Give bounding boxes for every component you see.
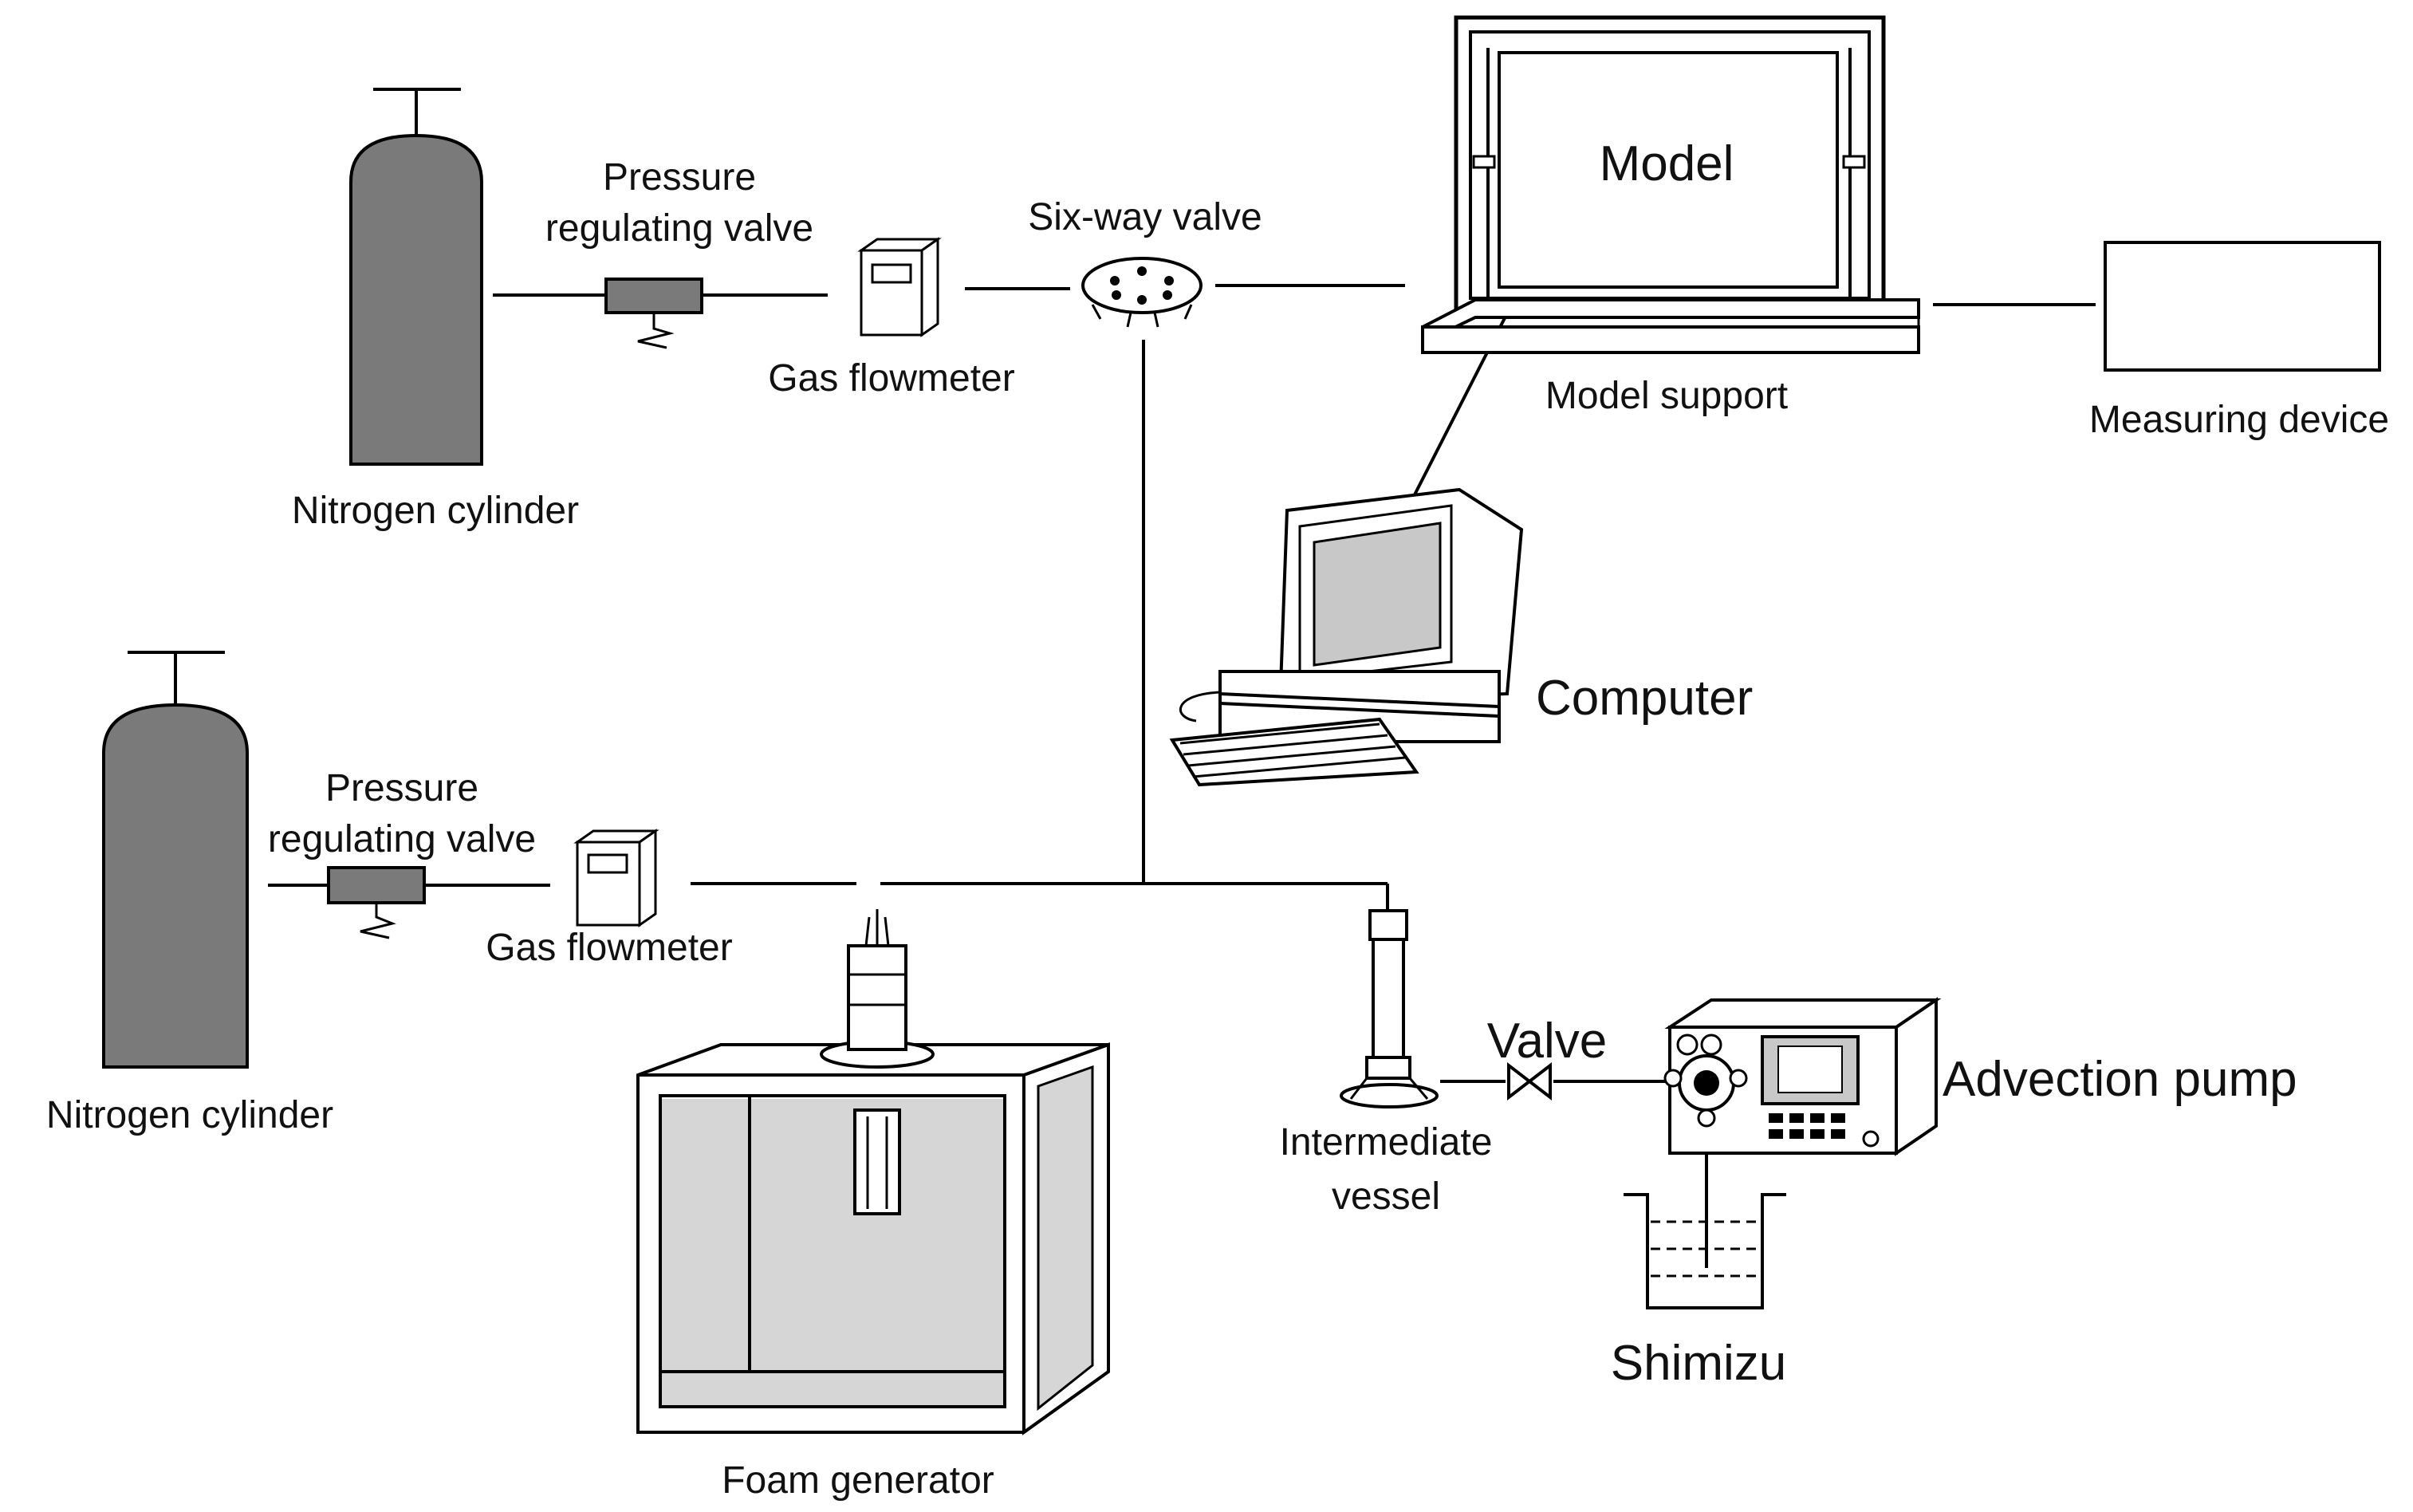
vessel-body: [1372, 938, 1405, 1059]
label-nitrogen-cylinder-bottom: Nitrogen cylinder: [46, 1094, 333, 1136]
sixway-port-6: [1163, 290, 1172, 300]
sixway-leg-1: [1091, 304, 1102, 320]
label-nitrogen-cylinder-top: Nitrogen cylinder: [292, 490, 579, 532]
sixway-port-2: [1137, 266, 1147, 276]
label-pressure-valve-top-2: regulating valve: [545, 207, 813, 250]
model-support-base: [1421, 325, 1920, 354]
vessel-leg-right: [1408, 1077, 1429, 1100]
valve-left-triangle: [1507, 1061, 1533, 1101]
pump-head-core: [1694, 1070, 1719, 1096]
regulator-top-body: [604, 278, 703, 314]
label-valve: Valve: [1487, 1014, 1608, 1069]
computer-keyboard-keys: [1179, 723, 1406, 778]
model-with-support: [1421, 15, 1920, 354]
gas-flowmeter-bottom: [573, 829, 659, 927]
nitrogen-cylinder-bottom: [102, 651, 249, 1069]
cylinder-top-body: [349, 133, 483, 466]
label-pressure-valve-bottom-1: Pressure: [325, 767, 478, 809]
label-intermediate-vessel-2: vessel: [1332, 1175, 1440, 1218]
foam-generator-front-opening: [659, 1094, 1006, 1408]
sixway-leg-2: [1126, 312, 1132, 328]
pump-power-knob: [1862, 1130, 1880, 1148]
pump-outlet-fitting: [1729, 1069, 1748, 1088]
label-pressure-valve-top-1: Pressure: [603, 156, 756, 199]
valve-right-triangle: [1526, 1061, 1552, 1101]
pressure-regulating-valve-top: [604, 278, 703, 349]
label-measuring-device: Measuring device: [2089, 399, 2389, 441]
computer-base-stripe-2: [1219, 702, 1500, 718]
regulator-bottom-body: [327, 866, 426, 904]
sixway-disc: [1081, 257, 1203, 314]
advection-pump: [1663, 997, 1942, 1156]
pump-side-face: [1895, 997, 1938, 1156]
foam-generator-wires: [864, 909, 890, 947]
label-computer: Computer: [1536, 671, 1753, 726]
foam-generator-side-opening: [1037, 1065, 1094, 1412]
pump-keypad: [1769, 1113, 1845, 1139]
foam-generator-motor: [847, 944, 907, 1051]
computer: [1169, 487, 1524, 787]
vessel-base: [1365, 1056, 1411, 1080]
sixway-port-4: [1112, 290, 1121, 300]
pressure-regulating-valve-bottom: [327, 866, 426, 939]
foam-generator-back-panel: [660, 1099, 1005, 1405]
flowmeter-top-side-face: [920, 237, 939, 337]
foam-generator: [636, 909, 1110, 1435]
sixway-leg-3: [1153, 312, 1159, 328]
pump-top-face: [1664, 998, 1942, 1029]
label-gas-flowmeter-top: Gas flowmeter: [768, 357, 1014, 400]
shimizu-tank-walls: [1624, 1193, 1786, 1309]
foam-generator-stirrer: [853, 1108, 901, 1215]
regulator-bottom-spring: [360, 903, 396, 939]
label-six-way-valve: Six-way valve: [1028, 196, 1262, 238]
sixway-leg-4: [1183, 304, 1193, 320]
label-advection-pump: Advection pump: [1943, 1052, 2297, 1107]
pump-display-screen: [1777, 1045, 1843, 1093]
computer-keyboard-cable: [1179, 691, 1222, 723]
model-right-clamp: [1842, 155, 1866, 169]
shimizu-tank: [1624, 1193, 1786, 1309]
computer-screen: [1313, 522, 1442, 667]
pump-indicator-2: [1700, 1034, 1722, 1056]
flowmeter-top-display: [871, 263, 912, 284]
pump-indicator-1: [1676, 1034, 1699, 1056]
flowmeter-top-front: [860, 249, 923, 337]
measuring-device-box: [2104, 241, 2381, 372]
computer-keyboard: [1169, 717, 1419, 787]
label-model-support: Model support: [1545, 375, 1788, 417]
flowmeter-bottom-display: [587, 853, 628, 874]
label-pressure-valve-bottom-2: regulating valve: [268, 818, 536, 860]
pump-inlet-fitting: [1663, 1069, 1683, 1088]
label-intermediate-vessel-1: Intermediate: [1280, 1121, 1493, 1164]
six-way-valve: [1081, 257, 1203, 328]
label-model: Model: [1600, 136, 1734, 191]
model-left-clamp: [1472, 155, 1496, 169]
pump-bottom-fitting: [1697, 1108, 1716, 1128]
nitrogen-cylinder-top: [349, 88, 483, 466]
computer-base-unit: [1218, 670, 1501, 743]
valve: [1507, 1061, 1552, 1101]
computer-base-stripe-1: [1219, 692, 1500, 708]
model-panel: [1498, 51, 1839, 289]
label-foam-generator: Foam generator: [722, 1459, 994, 1502]
pipe-network: [268, 191, 2096, 1268]
regulator-top-spring: [637, 313, 675, 349]
sixway-port-3: [1164, 276, 1174, 285]
label-shimizu: Shimizu: [1611, 1336, 1787, 1391]
gas-flowmeter-top: [857, 237, 942, 337]
sixway-port-1: [1110, 276, 1120, 285]
intermediate-vessel: [1340, 909, 1439, 1108]
vessel-cap: [1368, 909, 1408, 941]
label-gas-flowmeter-bottom: Gas flowmeter: [486, 927, 732, 969]
cylinder-bottom-body: [102, 703, 249, 1069]
vessel-leg-left: [1349, 1077, 1368, 1100]
flowmeter-bottom-side-face: [638, 829, 657, 927]
sixway-port-5: [1137, 295, 1147, 305]
vessel-stand: [1340, 1083, 1439, 1108]
